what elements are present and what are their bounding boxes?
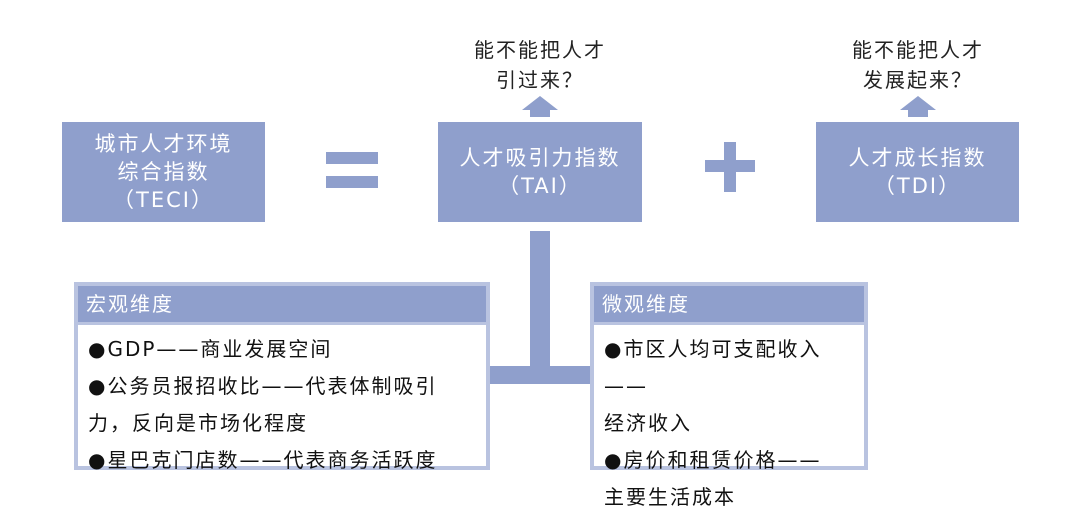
plus-sign-vertical xyxy=(724,142,736,192)
tai-line-2: （TAI） xyxy=(498,174,582,198)
micro-item-4: 主要生活成本 xyxy=(604,485,736,509)
tai-question: 能不能把人才 引过来？ xyxy=(460,35,620,95)
micro-dimension-panel: 微观维度 ●市区人均可支配收入—— 经济收入 ●房价和租赁价格—— 主要生活成本 xyxy=(590,282,868,509)
tai-box: 人才吸引力指数 （TAI） xyxy=(438,122,642,222)
tdi-up-arrow-stem xyxy=(908,109,928,117)
teci-line-3: （TECI） xyxy=(113,188,214,212)
micro-panel-body: ●市区人均可支配收入—— 经济收入 ●房价和租赁价格—— 主要生活成本 xyxy=(594,325,864,516)
tdi-box: 人才成长指数 （TDI） xyxy=(816,122,1019,222)
tai-up-arrow-icon xyxy=(522,96,558,110)
macro-dimension-panel: 宏观维度 ●GDP——商业发展空间 ●公务员报招收比——代表体制吸引 力，反向是… xyxy=(74,282,490,472)
teci-box: 城市人才环境 综合指数 （TECI） xyxy=(62,122,265,222)
equals-sign-bottom-bar xyxy=(326,176,378,188)
macro-panel-title: 宏观维度 xyxy=(78,286,486,325)
micro-item-3: ●房价和租赁价格—— xyxy=(604,448,822,472)
tdi-line-1: 人才成长指数 xyxy=(848,146,987,170)
micro-item-1: ●市区人均可支配收入—— xyxy=(604,337,822,398)
micro-panel-title: 微观维度 xyxy=(594,286,864,325)
equals-sign-top-bar xyxy=(326,152,378,164)
tdi-question-line-2: 发展起来？ xyxy=(863,68,973,92)
macro-item-2: ●公务员报招收比——代表体制吸引 xyxy=(88,374,438,398)
teci-line-1: 城市人才环境 xyxy=(94,132,233,156)
tdi-question: 能不能把人才 发展起来？ xyxy=(838,35,998,95)
macro-item-3: 力，反向是市场化程度 xyxy=(88,411,308,435)
tai-up-arrow-stem xyxy=(530,109,550,117)
tai-question-line-1: 能不能把人才 xyxy=(474,38,606,62)
macro-item-1: ●GDP——商业发展空间 xyxy=(88,337,333,361)
tai-connector-vertical xyxy=(530,231,550,381)
micro-item-2: 经济收入 xyxy=(604,411,692,435)
tai-line-1: 人才吸引力指数 xyxy=(459,146,621,170)
tai-connector-horizontal xyxy=(488,366,592,384)
tdi-up-arrow-icon xyxy=(900,96,936,110)
macro-panel-body: ●GDP——商业发展空间 ●公务员报招收比——代表体制吸引 力，反向是市场化程度… xyxy=(78,325,486,479)
tai-question-line-2: 引过来？ xyxy=(496,68,584,92)
tdi-question-line-1: 能不能把人才 xyxy=(852,38,984,62)
teci-line-2: 综合指数 xyxy=(117,160,210,184)
macro-item-4: ●星巴克门店数——代表商务活跃度 xyxy=(88,448,438,472)
tdi-line-2: （TDI） xyxy=(873,174,962,198)
